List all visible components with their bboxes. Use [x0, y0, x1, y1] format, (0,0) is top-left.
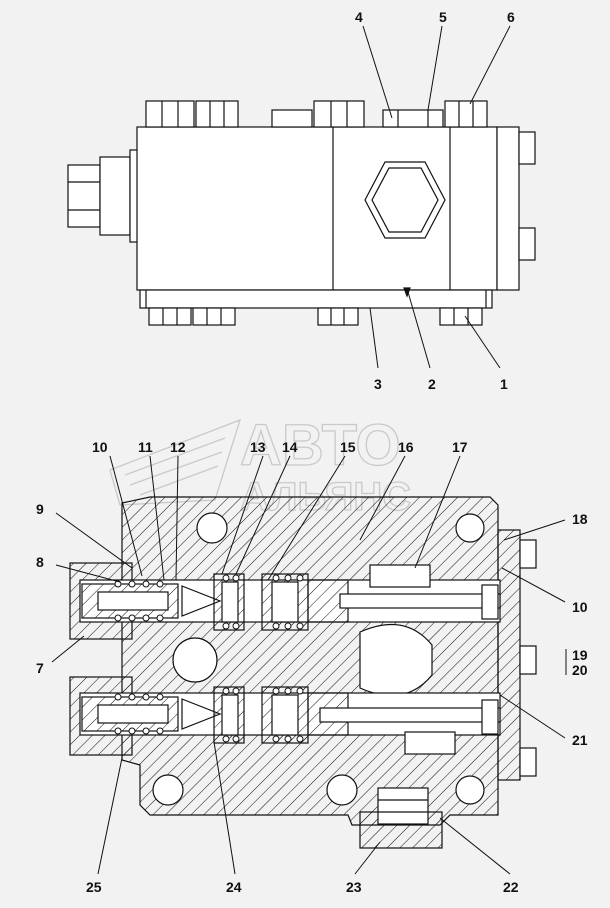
callout-19: 19	[572, 647, 588, 663]
spring-coils	[114, 574, 304, 743]
callout-17: 17	[452, 439, 468, 455]
bolt-hole	[455, 513, 485, 543]
valve-body	[136, 126, 498, 291]
callout-6: 6	[507, 9, 515, 25]
bolt-hole	[152, 774, 184, 806]
right-bolt	[519, 747, 537, 777]
top-view-leaders	[362, 25, 511, 369]
callout-10-right: 10	[572, 599, 588, 615]
lower-check-valve	[404, 731, 456, 755]
callout-13: 13	[250, 439, 266, 455]
callout-2: 2	[428, 376, 436, 392]
bottom-plug	[377, 787, 429, 825]
bottom-plate	[139, 289, 493, 309]
callout-15: 15	[340, 439, 356, 455]
callout-12: 12	[170, 439, 186, 455]
callout-24: 24	[226, 879, 242, 895]
top-nuts	[145, 100, 488, 128]
bolt-hole	[455, 775, 485, 805]
hex-plug	[364, 161, 446, 239]
section-right-cover	[497, 529, 521, 781]
callout-4: 4	[355, 9, 363, 25]
top-view	[67, 25, 536, 369]
upper-spool	[339, 593, 501, 609]
watermark-logo-icon	[109, 418, 242, 506]
section-callouts: 9 8 7 10 11 12 13 14 15 16 17 18 10 19 2…	[36, 439, 588, 895]
callout-5: 5	[439, 9, 447, 25]
callout-11: 11	[138, 439, 153, 455]
right-cover	[496, 126, 520, 291]
right-bolt	[519, 645, 537, 675]
watermark-line1: АВТО	[240, 413, 401, 478]
callout-3: 3	[374, 376, 382, 392]
callout-18: 18	[572, 511, 588, 527]
upper-poppet	[181, 585, 222, 617]
callout-23: 23	[346, 879, 362, 895]
callout-22: 22	[503, 879, 519, 895]
section-leaders	[51, 455, 567, 875]
callout-21: 21	[572, 732, 588, 748]
callout-20: 20	[572, 662, 588, 678]
lower-spool	[319, 707, 501, 723]
upper-check-valve	[369, 564, 431, 588]
left-fitting-body	[99, 156, 131, 236]
right-bolt-bottom	[518, 227, 536, 261]
callout-7: 7	[36, 660, 44, 676]
right-bolt-top	[518, 131, 536, 165]
bolt-hole	[196, 512, 228, 544]
bolt-hole	[326, 774, 358, 806]
center-passage	[172, 637, 218, 683]
left-fitting-nut	[67, 164, 101, 228]
callout-14: 14	[282, 439, 298, 455]
top-view-callouts: 1 2 3 4 5 6	[355, 9, 515, 392]
bottom-nuts	[148, 307, 483, 326]
callout-8: 8	[36, 554, 44, 570]
callout-16: 16	[398, 439, 414, 455]
right-bolt	[519, 539, 537, 569]
section-view	[51, 455, 567, 875]
cross-passage	[359, 623, 433, 697]
callout-10-upper: 10	[92, 439, 108, 455]
callout-1: 1	[500, 376, 508, 392]
lower-poppet	[181, 698, 222, 730]
callout-25: 25	[86, 879, 102, 895]
callout-9: 9	[36, 501, 44, 517]
